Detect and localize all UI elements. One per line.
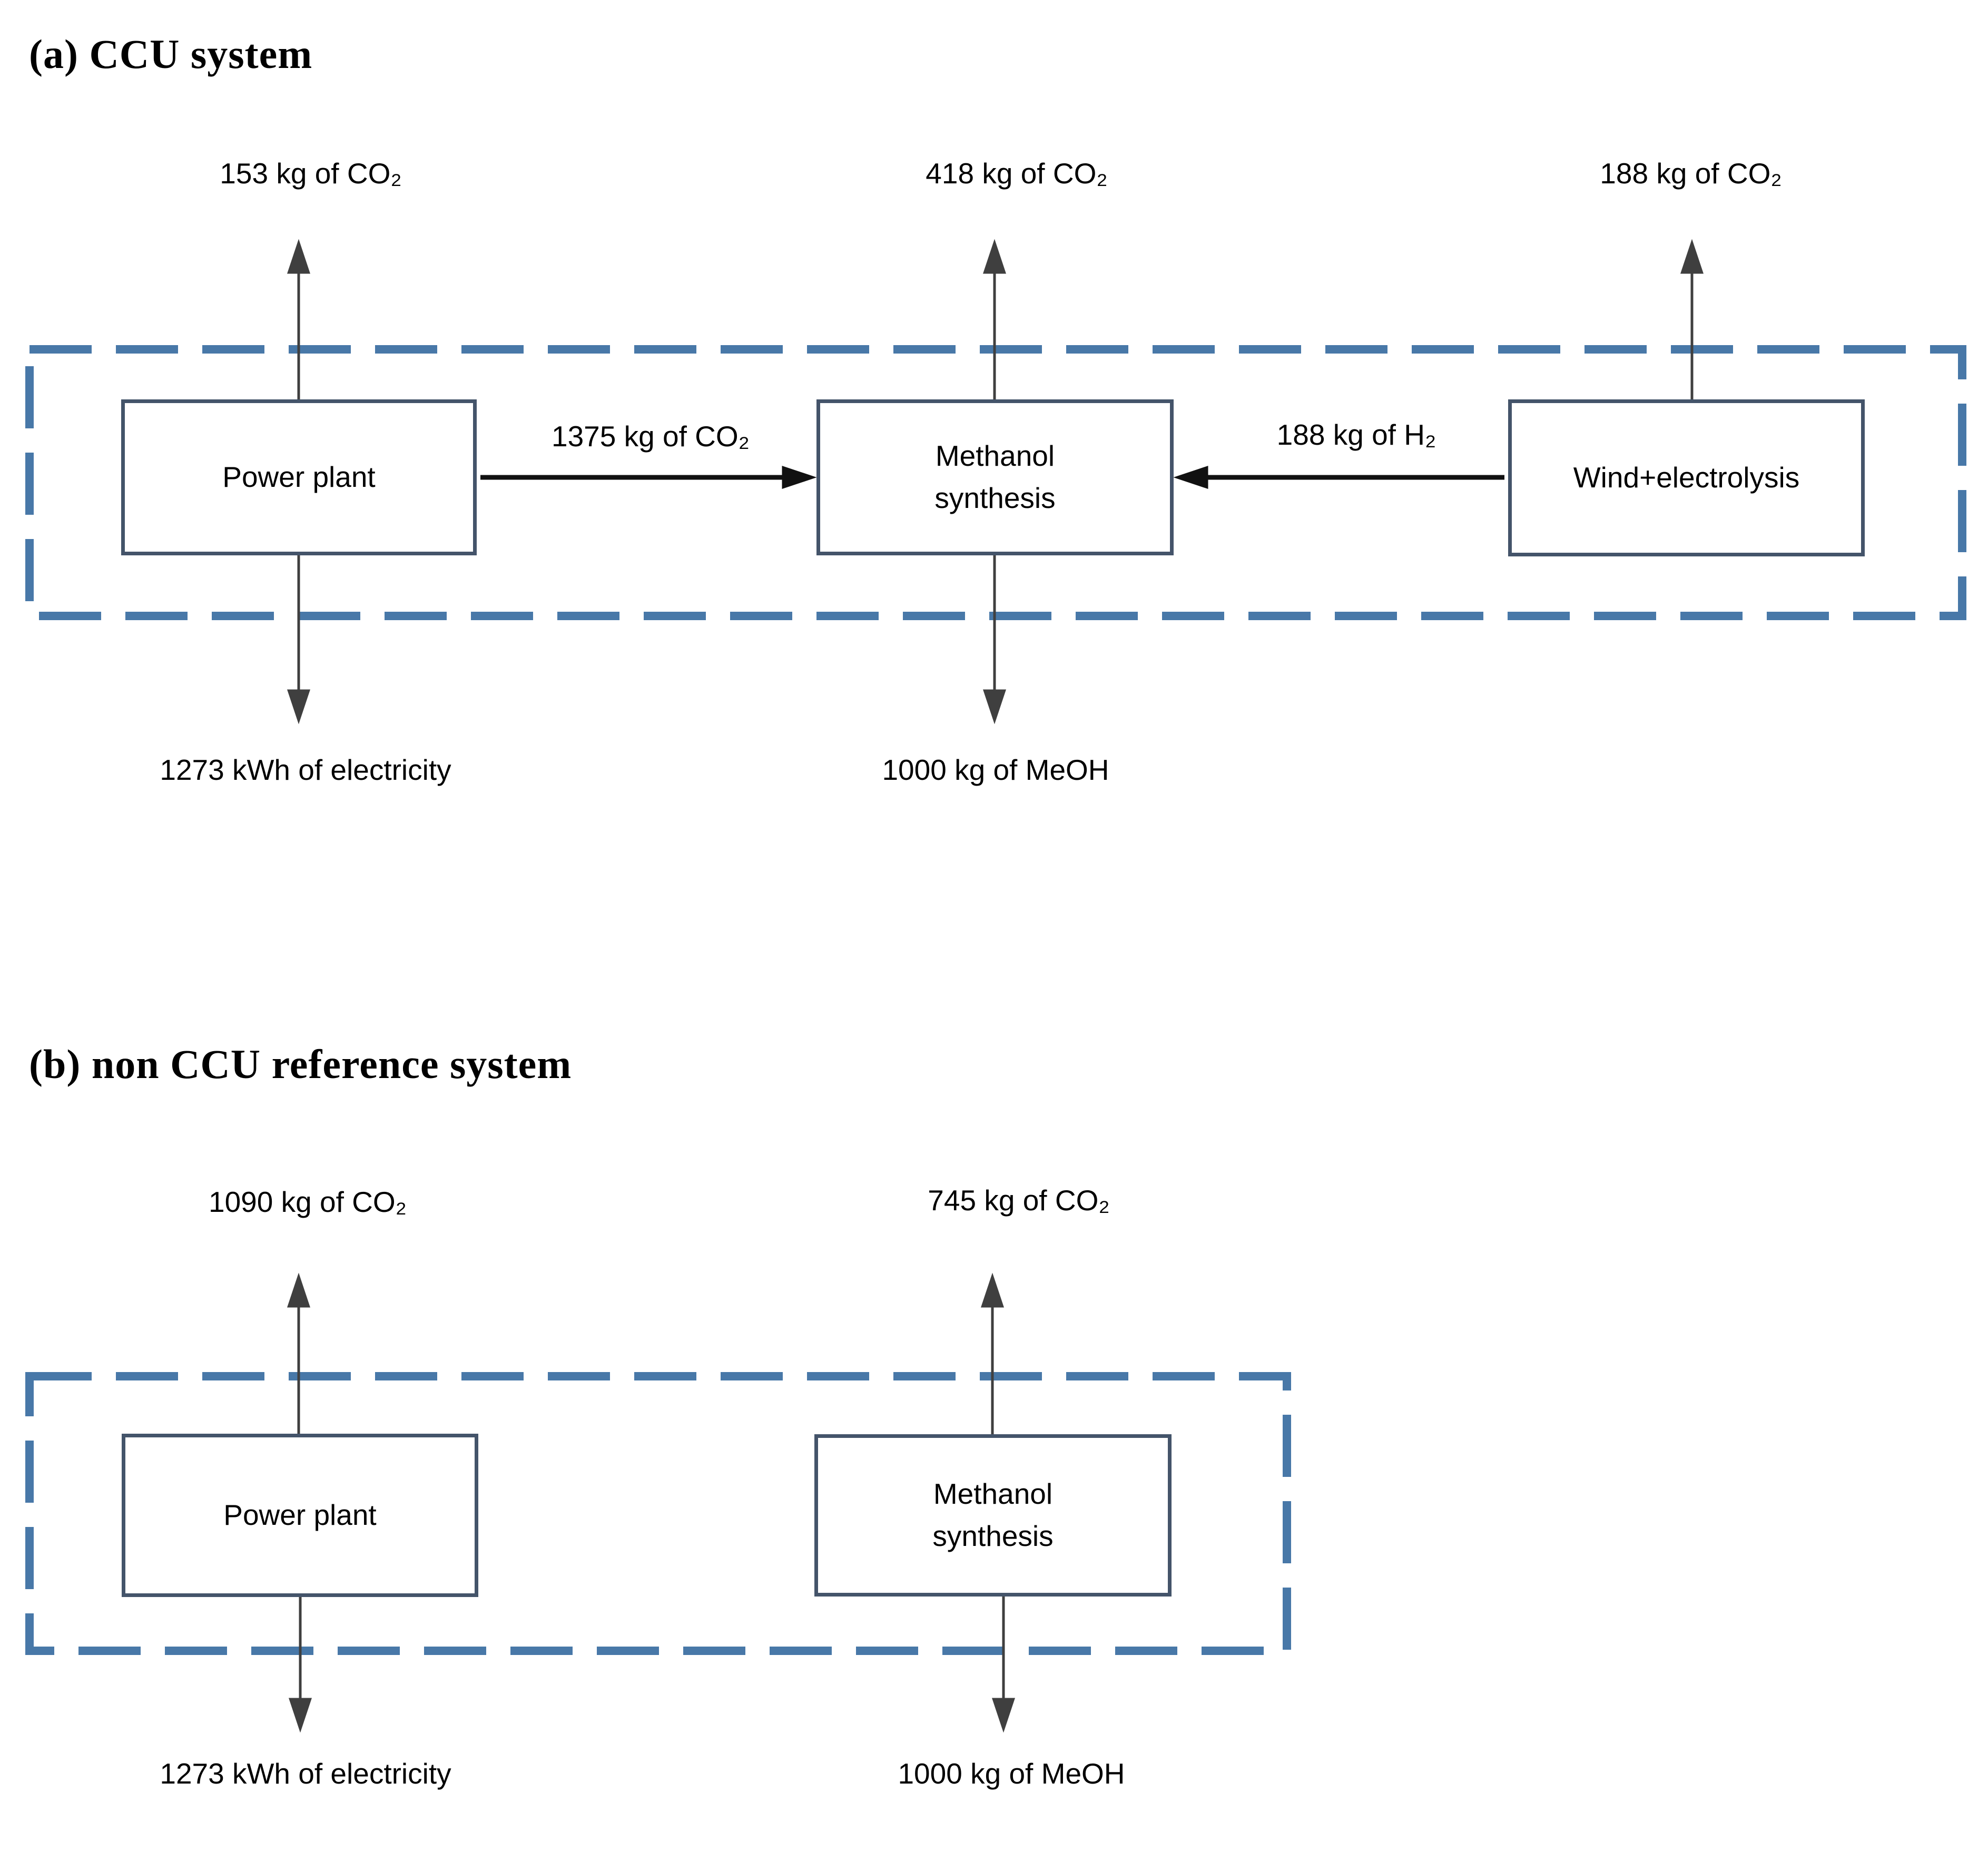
- product-label-electricity-b: 1273 kWh of electricity: [160, 1757, 451, 1790]
- product-label-electricity-a: 1273 kWh of electricity: [160, 753, 451, 786]
- section-b-title: (b) non CCU reference system: [29, 1041, 572, 1087]
- emission-label-power-plant-a: 153 kg of CO₂: [220, 157, 402, 190]
- emission-label-methanol-a: 418 kg of CO₂: [926, 157, 1108, 190]
- emission-label-power-plant-b: 1090 kg of CO₂: [208, 1186, 407, 1218]
- section-a-title: (a) CCU system: [29, 31, 313, 77]
- emission-label-wind-a: 188 kg of CO₂: [1600, 157, 1782, 190]
- product-label-meoh-a: 1000 kg of MeOH: [882, 753, 1109, 786]
- product-label-meoh-b: 1000 kg of MeOH: [898, 1757, 1125, 1790]
- methanol-synthesis-box-a: Methanol synthesis: [816, 399, 1174, 555]
- methanol-synthesis-box-b: Methanol synthesis: [814, 1434, 1172, 1597]
- flow-label-h2: 188 kg of H₂: [1276, 418, 1436, 451]
- emission-label-methanol-b: 745 kg of CO₂: [928, 1184, 1110, 1217]
- wind-electrolysis-box-a: Wind+electrolysis: [1508, 399, 1865, 556]
- power-plant-box-b: Power plant: [122, 1434, 478, 1597]
- flow-label-co2: 1375 kg of CO₂: [551, 420, 750, 453]
- power-plant-box-a: Power plant: [121, 399, 477, 555]
